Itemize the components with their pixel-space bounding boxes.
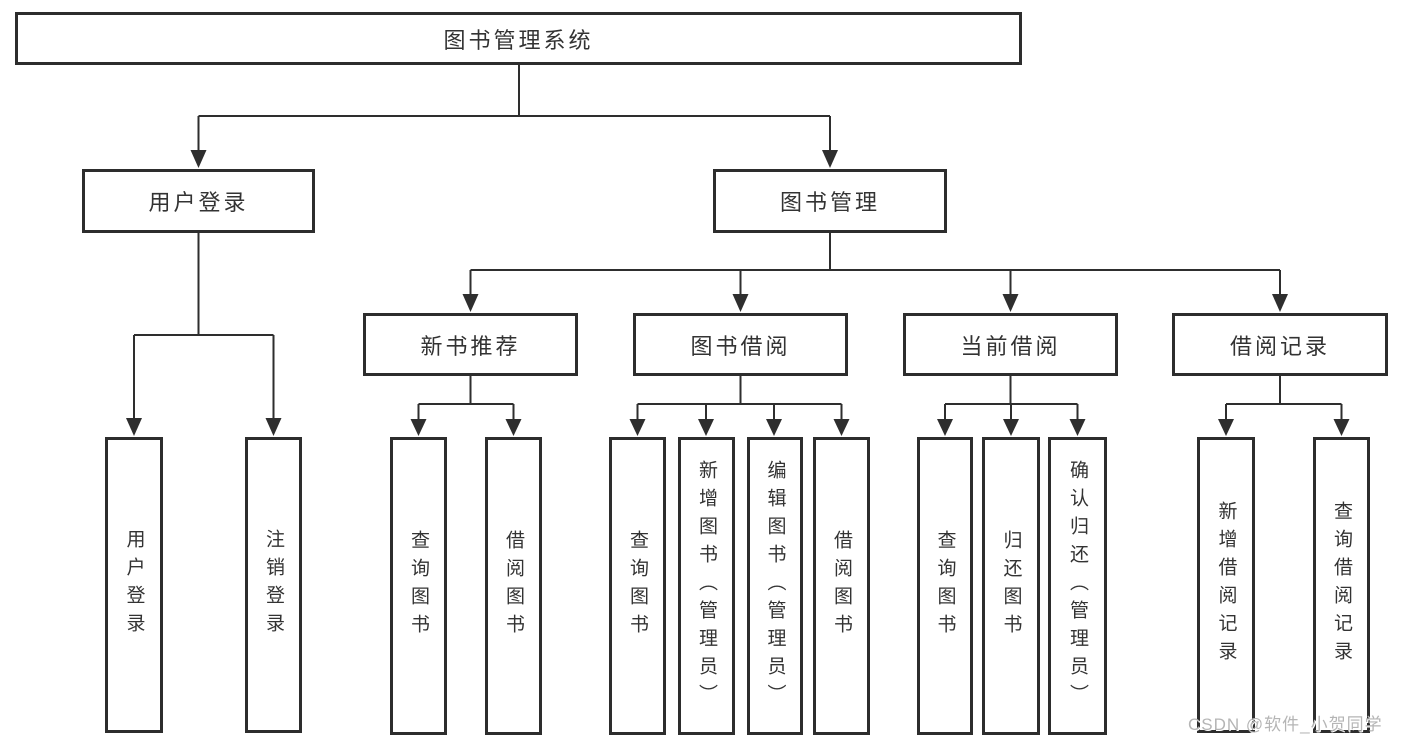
node-label: 编辑图书（管理员）	[764, 460, 786, 712]
node-label: 用户登录	[148, 190, 249, 215]
node-label: 查询借阅记录	[1331, 501, 1352, 669]
node-label: 查询图书	[408, 530, 429, 642]
node-label: 新增图书（管理员）	[696, 460, 717, 712]
arrow-down-icon	[698, 419, 714, 436]
leaf-add-borrow-record: 新增借阅记录	[1197, 437, 1255, 733]
node-label: 查询图书	[627, 530, 648, 642]
node-borrow-records: 借阅记录	[1172, 313, 1388, 376]
leaf-add-books-admin: 新增图书（管理员）	[678, 437, 735, 735]
arrow-down-icon	[505, 419, 522, 436]
csdn-watermark: CSDN @软件_小贺同学	[1188, 715, 1383, 734]
leaf-user-login: 用户登录	[105, 437, 163, 733]
arrow-down-icon	[1002, 294, 1019, 312]
node-label: 用户登录	[123, 529, 145, 641]
leaf-edit-books-admin: 编辑图书（管理员）	[747, 437, 803, 735]
connector-new-book-recommend	[417, 376, 515, 420]
node-label: 图书管理	[779, 190, 880, 215]
node-label: 查询图书	[934, 530, 956, 642]
arrow-down-icon	[1069, 419, 1086, 436]
leaf-query-books: 查询图书	[917, 437, 973, 735]
leaf-logout: 注销登录	[245, 437, 302, 733]
arrowheads	[126, 150, 1350, 436]
node-label: 借阅图书	[831, 530, 852, 642]
node-label: 注销登录	[263, 529, 284, 641]
node-current-borrow: 当前借阅	[903, 313, 1118, 376]
arrow-down-icon	[833, 419, 850, 436]
node-label: 新书推荐	[420, 333, 521, 359]
node-label: 借阅图书	[503, 530, 524, 642]
connector-user-login	[133, 233, 275, 419]
arrow-down-icon	[766, 419, 782, 436]
leaf-confirm-return-admin: 确认归还（管理员）	[1048, 437, 1107, 735]
leaf-query-borrow-record: 查询借阅记录	[1313, 437, 1370, 733]
arrow-down-icon	[732, 294, 749, 312]
leaf-borrow-books: 借阅图书	[485, 437, 542, 735]
node-label: 归还图书	[1000, 530, 1022, 642]
node-label: 当前借阅	[960, 333, 1061, 359]
connector-book-borrow	[636, 376, 843, 420]
node-label: 新增借阅记录	[1215, 501, 1237, 669]
node-label: 确认归还（管理员）	[1067, 460, 1088, 712]
node-user-login: 用户登录	[82, 169, 315, 233]
arrow-down-icon	[822, 150, 838, 168]
arrow-down-icon	[410, 419, 427, 436]
connector-group	[133, 65, 1343, 420]
leaf-query-books: 查询图书	[609, 437, 666, 735]
arrow-down-icon	[1272, 294, 1288, 312]
leaf-return-books: 归还图书	[982, 437, 1040, 735]
node-label: 借阅记录	[1229, 333, 1330, 359]
connector-borrow-records	[1225, 376, 1343, 420]
arrow-down-icon	[462, 294, 479, 312]
arrow-down-icon	[190, 150, 207, 168]
node-label: 图书借阅	[690, 333, 791, 359]
connector-root	[197, 65, 831, 151]
arrow-down-icon	[126, 418, 142, 436]
arrow-down-icon	[1333, 419, 1350, 436]
arrow-down-icon	[1003, 419, 1019, 436]
arrow-down-icon	[1218, 419, 1234, 436]
arrow-down-icon	[937, 419, 953, 436]
node-book-management: 图书管理	[713, 169, 947, 233]
node-new-book-recommend: 新书推荐	[363, 313, 578, 376]
node-library-management-system: 图书管理系统	[15, 12, 1022, 65]
leaf-query-books: 查询图书	[390, 437, 447, 735]
leaf-borrow-books: 借阅图书	[813, 437, 870, 735]
node-book-borrow: 图书借阅	[633, 313, 848, 376]
node-label: 图书管理系统	[443, 27, 594, 53]
arrow-down-icon	[629, 419, 646, 436]
connector-current-borrow	[944, 376, 1079, 420]
arrow-down-icon	[265, 418, 282, 436]
connector-book-management	[469, 233, 1281, 295]
